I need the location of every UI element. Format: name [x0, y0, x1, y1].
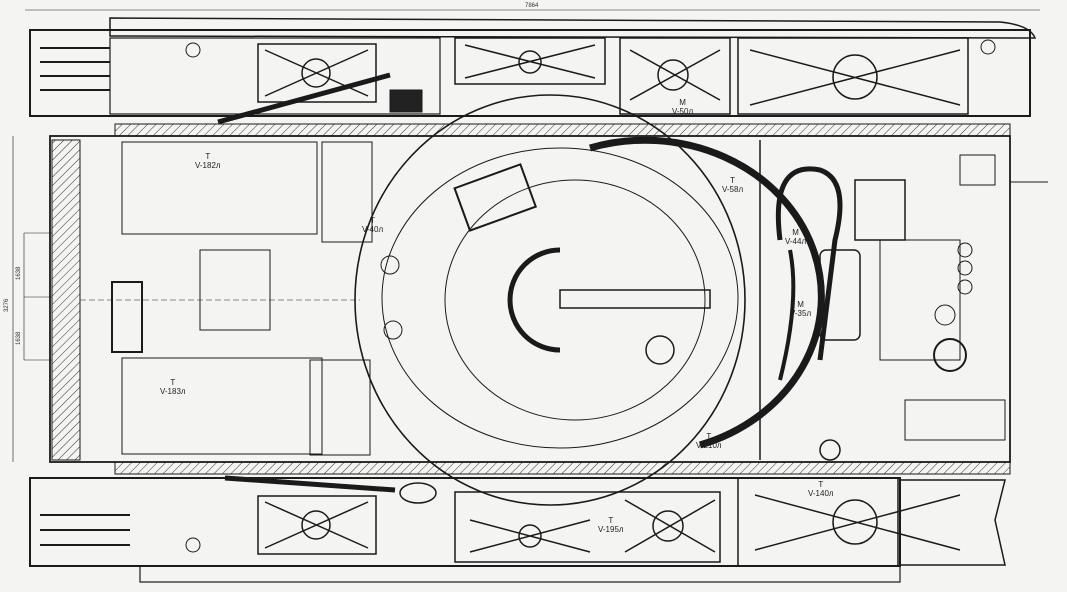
hull-front-wall [51, 139, 81, 461]
engine-compartment [759, 140, 1006, 461]
hull-bottom-wall [114, 461, 1011, 475]
overall-width-label: 3276 [4, 298, 10, 312]
lower-half-width-label: 1638 [16, 331, 22, 345]
compartment-label: M V-50л [672, 98, 694, 116]
compartment-label: T V-182л [195, 152, 221, 170]
turret-ring [354, 94, 825, 506]
compartment-label: T V-210л [696, 432, 722, 450]
bottom-track-fender [29, 475, 1006, 583]
compartment-label: T V-40л [362, 216, 384, 234]
top-track-fender [29, 17, 1037, 125]
compartment-label: T V-140л [808, 480, 834, 498]
compartment-label: M V-35л [790, 300, 812, 318]
hull-outline [49, 135, 1011, 463]
hull-top-wall [114, 123, 1011, 137]
compartment-label: M V-44л [785, 228, 807, 246]
overall-length-label: 7864 [525, 3, 539, 9]
front-compartment [80, 141, 373, 456]
compartment-label: T V-58л [722, 176, 744, 194]
upper-half-width-label: 1638 [16, 266, 22, 280]
width-dimension-lines [12, 136, 52, 462]
compartment-label: T V-195л [598, 516, 624, 534]
compartment-label: T V-183л [160, 378, 186, 396]
